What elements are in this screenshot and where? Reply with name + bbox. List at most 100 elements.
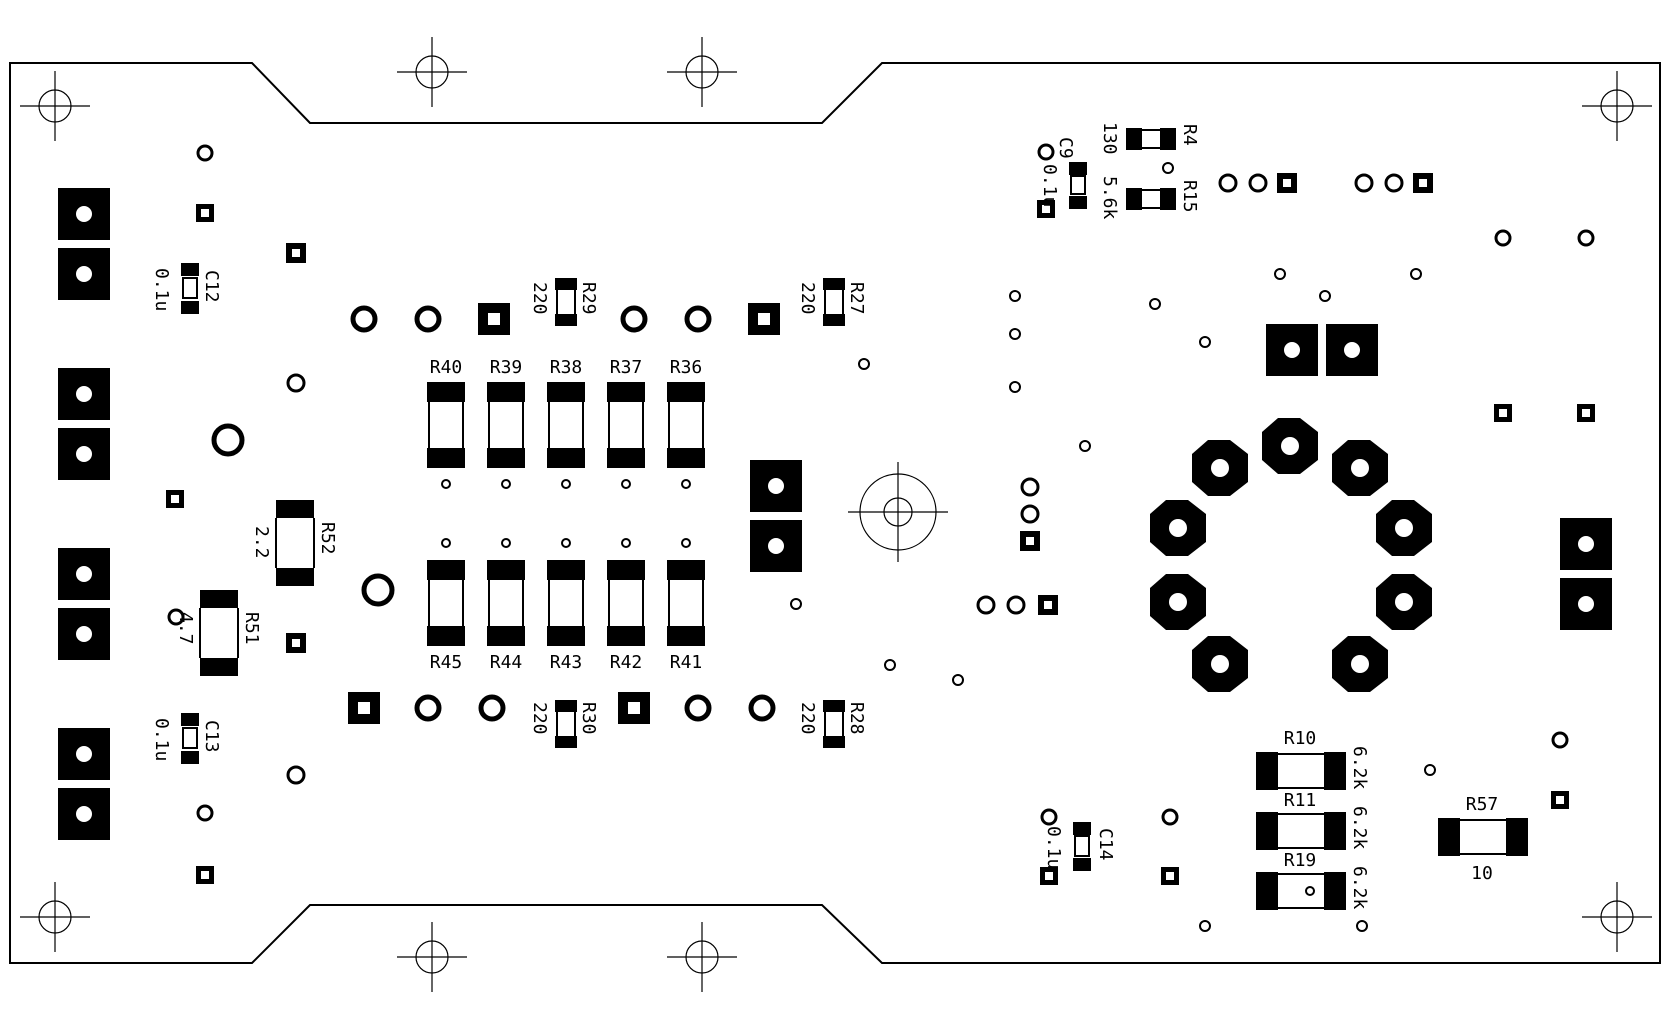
resistor-r51: R51 4.7 — [175, 590, 262, 676]
r19-value: 6.2k — [1349, 866, 1370, 910]
c9-ref: C9 — [1055, 137, 1076, 159]
via — [286, 765, 306, 785]
resistor-r27: R27 220 — [797, 278, 867, 326]
resistor-r42: R42 — [607, 538, 645, 673]
pad-square — [58, 368, 110, 420]
r15-value: 5.6k — [1099, 176, 1120, 220]
pad-square — [58, 248, 110, 300]
pad-square — [58, 788, 110, 840]
via — [167, 608, 185, 626]
resistor-r29: R29 220 — [529, 278, 599, 326]
capacitor-c14: C14 0.1u — [1040, 808, 1116, 885]
fiducial-mark — [667, 37, 737, 107]
resistor-r39: R39 — [487, 357, 525, 489]
r52-value: 2.2 — [251, 526, 272, 559]
r10-ref: R10 — [1284, 728, 1317, 749]
r44-ref: R44 — [490, 652, 523, 673]
fiducial-mark — [1582, 71, 1652, 141]
c12-ref: C12 — [201, 270, 222, 303]
r27-ref: R27 — [846, 282, 867, 315]
pad-square — [58, 608, 110, 660]
r27-value: 220 — [797, 282, 818, 315]
r51-value: 4.7 — [175, 612, 196, 645]
r29-value: 220 — [529, 282, 550, 315]
fiducial-mark — [667, 922, 737, 992]
center-fiducial — [848, 462, 948, 562]
left-connector-pads — [58, 188, 110, 840]
resistor-array-upper: R40 R39 R38 R37 R36 — [427, 357, 705, 489]
pad-square — [58, 728, 110, 780]
capacitor-c9: C9 0.1u — [1037, 137, 1087, 218]
resistor-r52: R52 2.2 — [251, 500, 338, 586]
resistor-r28: R28 220 — [797, 700, 867, 748]
fiducial-mark — [397, 37, 467, 107]
via — [196, 804, 214, 822]
c13-value: 0.1u — [151, 718, 172, 761]
r45-ref: R45 — [430, 652, 463, 673]
c14-value: 0.1u — [1043, 826, 1064, 869]
top-header-pins — [350, 303, 780, 335]
r28-value: 220 — [797, 702, 818, 735]
capacitor-c13: C13 0.1u — [151, 713, 222, 764]
r30-value: 220 — [529, 702, 550, 735]
fiducial-mark — [397, 922, 467, 992]
r39-ref: R39 — [490, 357, 523, 378]
c12-value: 0.1u — [151, 268, 172, 311]
resistor-r19: R19 6.2k — [1256, 850, 1370, 910]
r11-value: 6.2k — [1349, 806, 1370, 850]
pad-square — [58, 548, 110, 600]
r43-ref: R43 — [550, 652, 583, 673]
resistor-r30: R30 220 — [529, 700, 599, 748]
r57-value: 10 — [1471, 863, 1493, 884]
via — [211, 423, 245, 457]
r41-ref: R41 — [670, 652, 703, 673]
fiducial-mark — [20, 882, 90, 952]
r28-ref: R28 — [846, 702, 867, 735]
bottom-header-pins — [348, 692, 776, 724]
r19-ref: R19 — [1284, 850, 1317, 871]
resistor-r57: R57 10 — [1438, 794, 1528, 884]
r15-ref: R15 — [1179, 180, 1200, 213]
resistor-r41: R41 — [667, 538, 705, 673]
resistor-r11: R11 6.2k — [1256, 790, 1370, 850]
c13-ref: C13 — [201, 720, 222, 753]
r37-ref: R37 — [610, 357, 643, 378]
r29-ref: R29 — [578, 282, 599, 315]
resistor-r40: R40 — [427, 357, 465, 489]
r30-ref: R30 — [578, 702, 599, 735]
square-pins-left — [166, 204, 306, 884]
r38-ref: R38 — [550, 357, 583, 378]
pins-middle — [976, 477, 1058, 615]
r57-ref: R57 — [1466, 794, 1499, 815]
r52-ref: R52 — [317, 522, 338, 555]
upper-right-connector-pads — [1266, 324, 1378, 376]
top-right-pins — [1218, 173, 1595, 422]
tube-socket — [1150, 418, 1432, 692]
via — [361, 573, 395, 607]
resistor-r15: R15 5.6k — [1099, 176, 1200, 220]
via — [196, 144, 214, 162]
c9-value: 0.1u — [1039, 164, 1060, 207]
fiducials — [20, 37, 1652, 992]
resistor-r38: R38 — [547, 357, 585, 489]
resistor-r10: R10 6.2k — [1256, 728, 1370, 790]
center-connector-pads — [750, 460, 802, 572]
vias-left — [167, 144, 395, 822]
r10-value: 6.2k — [1349, 746, 1370, 790]
r40-ref: R40 — [430, 357, 463, 378]
pad-square — [58, 428, 110, 480]
resistor-r45: R45 — [427, 538, 465, 673]
r42-ref: R42 — [610, 652, 643, 673]
resistor-r43: R43 — [547, 538, 585, 673]
resistor-r37: R37 — [607, 357, 645, 489]
via — [286, 373, 306, 393]
pad-square — [58, 188, 110, 240]
capacitor-c12: C12 0.1u — [151, 263, 222, 314]
vias-middle — [790, 162, 1436, 932]
resistor-r36: R36 — [667, 357, 705, 489]
fiducial-mark — [20, 71, 90, 141]
r4-value: 130 — [1099, 122, 1120, 155]
r51-ref: R51 — [241, 612, 262, 645]
pins-r57-area — [1551, 731, 1569, 809]
